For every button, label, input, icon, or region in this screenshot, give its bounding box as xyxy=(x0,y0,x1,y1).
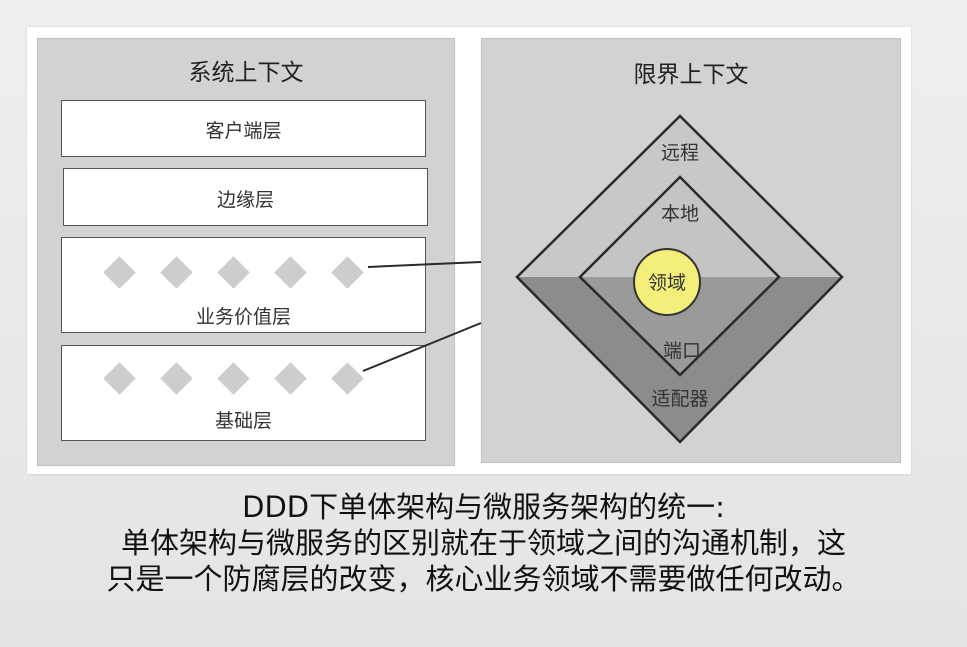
infrastructure-layer-box: 基础层 xyxy=(61,345,426,441)
caption: DDD下单体架构与微服务架构的统一: 单体架构与微服务的区别就在于领域之间的沟通… xyxy=(0,489,967,597)
client-layer-label: 客户端层 xyxy=(205,120,282,142)
business-connector-line xyxy=(367,261,482,268)
caption-line-2: 单体架构与微服务的区别就在于领域之间的沟通机制，这 xyxy=(120,526,846,560)
domain-label: 领域 xyxy=(648,272,686,294)
port-label: 端口 xyxy=(663,340,701,362)
outer-diamond-border xyxy=(515,114,844,444)
domain-circle xyxy=(633,248,701,316)
bounded-context-title: 限界上下文 xyxy=(633,62,749,88)
caption-line-1: DDD下单体架构与微服务架构的统一: xyxy=(242,490,725,524)
client-layer-box: 客户端层 xyxy=(61,100,426,157)
local-label: 本地 xyxy=(661,203,699,225)
inner-diamond-lower xyxy=(580,277,779,375)
infrastructure-layer-label: 基础层 xyxy=(214,410,272,432)
caption-line-3: 只是一个防腐层的改变，核心业务领域不需要做任何改动。 xyxy=(106,562,861,596)
infrastructure-connector-line xyxy=(362,322,482,372)
business-layer-label: 业务价值层 xyxy=(195,306,291,328)
remote-label: 远程 xyxy=(661,142,699,164)
inner-diamond-upper xyxy=(580,177,779,277)
business-layer-box: 业务价值层 xyxy=(61,237,426,333)
diagram-figure: 系统上下文 客户端层 边缘层 业务价值层 基础层 限界上下文 xyxy=(27,27,911,474)
edge-layer-label: 边缘层 xyxy=(216,189,274,211)
adapter-label: 适配器 xyxy=(651,388,708,410)
system-context-panel: 系统上下文 客户端层 边缘层 业务价值层 基础层 xyxy=(37,38,455,466)
hexagonal-diagram: 远程 本地 领域 端口 适配器 xyxy=(362,114,844,444)
edge-layer-box: 边缘层 xyxy=(63,168,428,226)
system-context-title: 系统上下文 xyxy=(188,60,304,86)
inner-diamond-border xyxy=(578,175,781,377)
